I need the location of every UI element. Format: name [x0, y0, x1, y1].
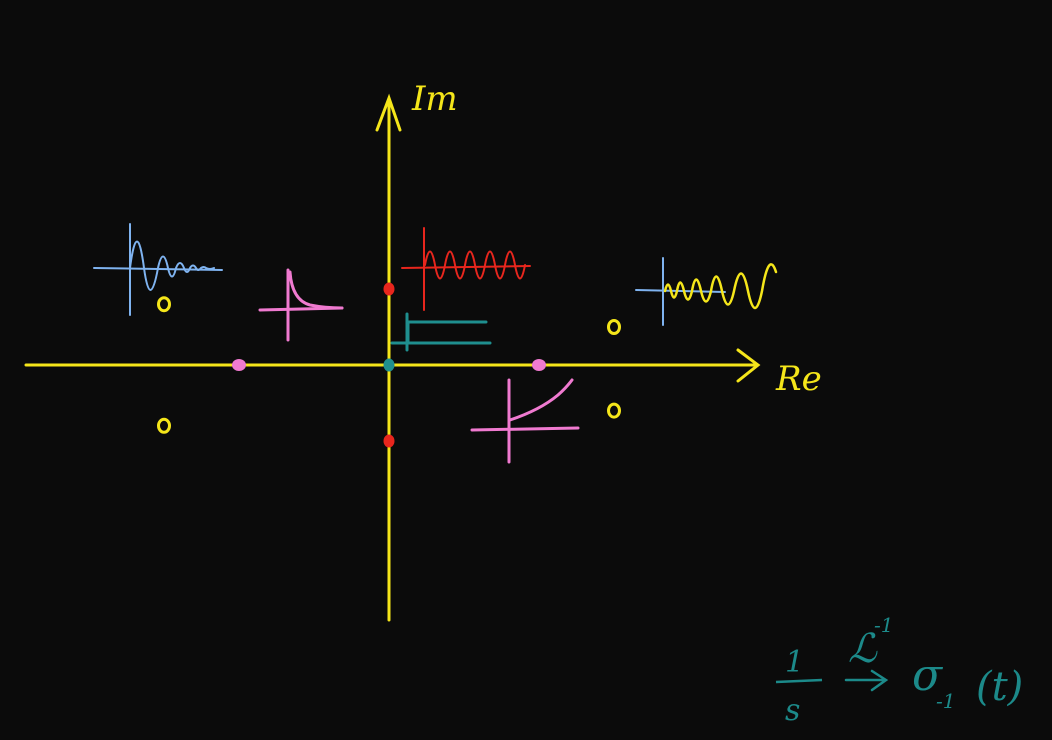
formula-inverse-exponent: -1 [874, 613, 893, 637]
pole-real-right [532, 359, 546, 371]
decaying-oscillation-sketch [93, 223, 223, 316]
imag-axis-label: Im [411, 79, 458, 119]
unit-step-sketch [390, 312, 492, 352]
formula-arrow [844, 669, 889, 692]
growing-oscillation-sketch [635, 257, 778, 326]
formula-inverse-symbol: ℒ [848, 626, 878, 672]
formula-numerator: 1 [785, 645, 804, 680]
inverse-laplace-formula: 1 s ℒ -1 σ -1 (t) [775, 613, 1023, 728]
pole-imag-lower [383, 434, 395, 448]
formula-fraction-bar [775, 678, 823, 684]
imag-axis-arrowhead [375, 93, 402, 132]
sustained-oscillation-sketch [401, 227, 531, 311]
growing-exponential-sketch [470, 378, 580, 464]
pole-origin [383, 358, 395, 372]
poles-layer [157, 282, 621, 448]
formula-result-argument: (t) [976, 664, 1023, 710]
decaying-exponential-sketch [258, 268, 344, 342]
formula-result-symbol: σ [912, 650, 944, 701]
pole-imag-upper [383, 282, 395, 296]
pole-upper-left [157, 296, 171, 313]
pole-real-left [232, 359, 246, 371]
real-axis-arrowhead [736, 348, 761, 383]
real-axis-label: Re [775, 359, 822, 399]
formula-denominator: s [785, 693, 800, 728]
pole-upper-right [607, 319, 621, 335]
formula-result-subscript: -1 [936, 689, 955, 713]
pole-lower-right [607, 402, 621, 419]
pole-lower-left [157, 417, 171, 434]
